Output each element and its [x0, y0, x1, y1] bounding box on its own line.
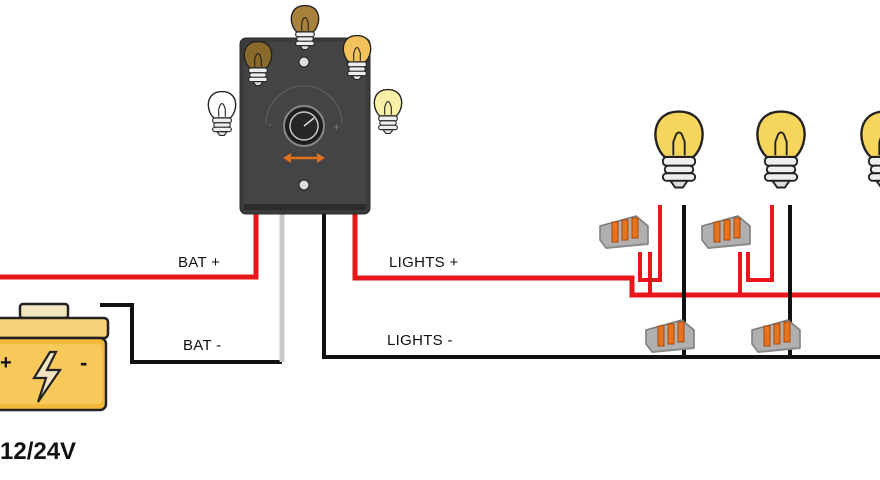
bat-plus-label: BAT +	[178, 254, 221, 271]
svg-text:+: +	[333, 120, 340, 134]
battery-icon	[0, 302, 110, 412]
battery-minus-sign: -	[80, 350, 88, 375]
dimmer-level-bulb-icon	[290, 4, 320, 51]
bat-minus-label: BAT -	[183, 337, 222, 354]
svg-text:-: -	[268, 120, 271, 131]
lights-plus-label: LIGHTS +	[389, 254, 459, 271]
battery-plus-sign: +	[0, 352, 12, 374]
light-bulb-icon	[654, 110, 704, 189]
dimmer-level-bulb-icon	[243, 40, 273, 87]
dimmer-level-bulb-icon	[207, 90, 237, 137]
dimmer-level-bulbs	[207, 4, 403, 137]
lights-minus-label: LIGHTS -	[387, 332, 453, 349]
lamps	[654, 110, 880, 189]
lever-connector-icon	[599, 215, 649, 249]
dimmer-level-bulb-icon	[342, 34, 372, 81]
lever-connector-icon	[645, 319, 695, 353]
lamp2-plus-branch	[746, 205, 774, 282]
lever-connector-icon	[751, 319, 801, 353]
lever-connector-icon	[701, 215, 751, 249]
voltage-label: 12/24V	[0, 438, 77, 465]
light-bulb-icon	[860, 110, 880, 189]
lights-minus-wire	[322, 214, 880, 359]
light-bulb-icon	[756, 110, 806, 189]
dimmer-switch: - +	[239, 37, 371, 215]
dimmer-level-bulb-icon	[373, 88, 403, 135]
adjust-arrow-icon	[283, 153, 325, 163]
bat-minus-wire-black	[100, 303, 282, 364]
lights-plus-wire	[352, 214, 880, 298]
bat-plus-wire	[0, 214, 259, 280]
